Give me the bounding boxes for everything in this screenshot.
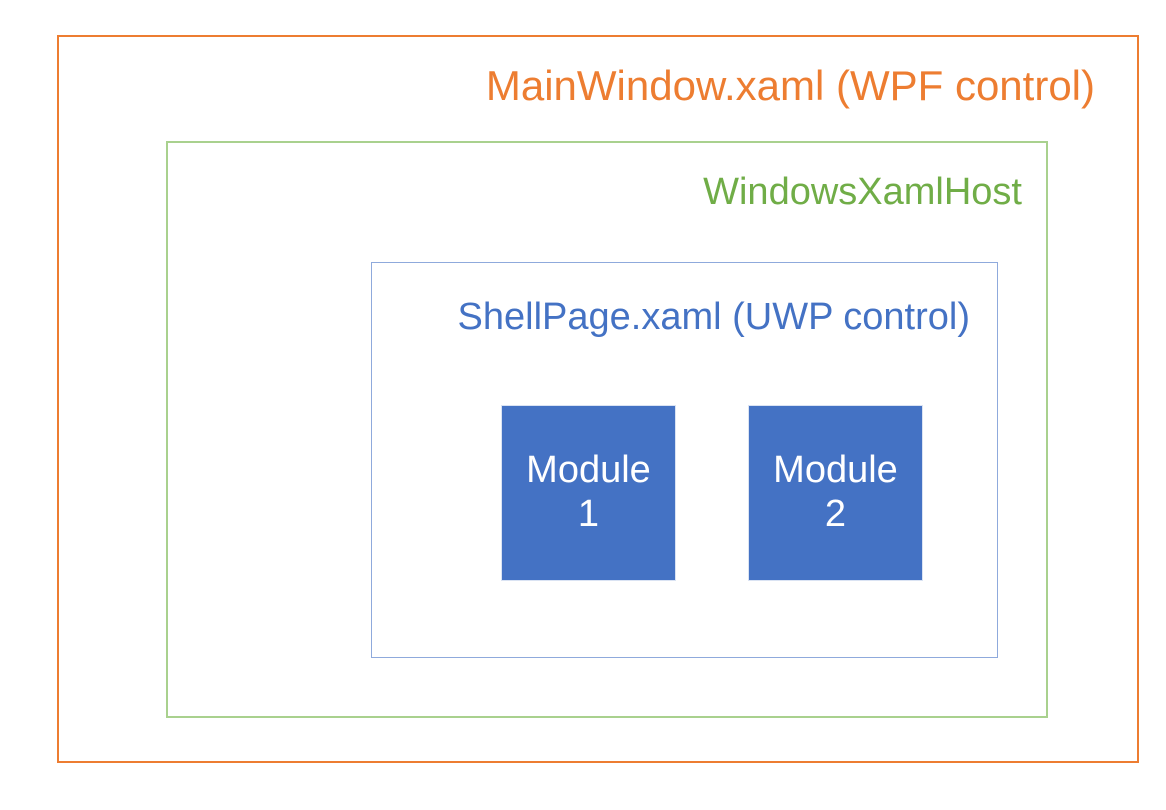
module-box-1: Module 1 [501, 405, 676, 581]
module-2-name: Module [773, 449, 898, 492]
label-windowsxamlhost: WindowsXamlHost [703, 171, 1022, 213]
label-mainwindow: MainWindow.xaml (WPF control) [485, 62, 1095, 109]
container-windowsxamlhost [166, 141, 1048, 718]
container-mainwindow [57, 35, 1139, 763]
label-shellpage: ShellPage.xaml (UWP control) [457, 296, 970, 338]
module-box-2: Module 2 [748, 405, 923, 581]
module-1-name: Module [526, 449, 651, 492]
module-2-index: 2 [824, 493, 847, 535]
module-1-index: 1 [577, 493, 600, 535]
container-shellpage [371, 262, 998, 658]
